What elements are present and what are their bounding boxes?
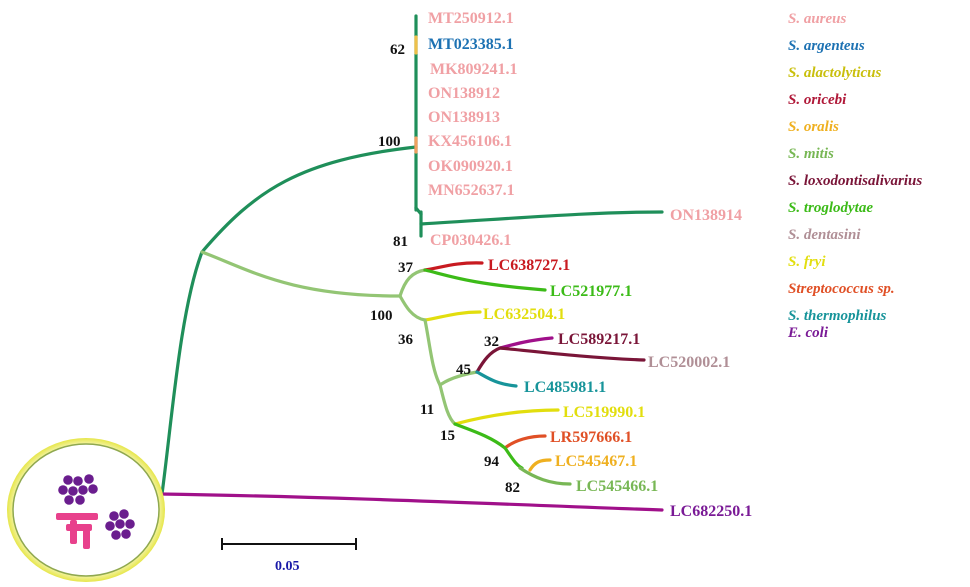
tree-branches — [158, 14, 664, 512]
logo-circle-inner — [12, 443, 160, 577]
branch-root — [160, 250, 204, 496]
branch-lc589217 — [498, 336, 554, 350]
tip-label: LC545466.1 — [576, 478, 658, 495]
branch-lc545466 — [518, 466, 572, 486]
legend-item: S. troglodytae — [788, 200, 873, 216]
bootstrap-value: 32 — [484, 334, 499, 350]
tip-label: LC632504.1 — [483, 306, 565, 323]
branch-lc521977 — [423, 268, 547, 292]
branch-lc545467 — [528, 458, 552, 472]
legend-item: E. coli — [787, 325, 829, 341]
branch-lr597666 — [503, 434, 547, 450]
branch-outgroup — [158, 492, 664, 512]
scale-bar-label: 0.05 — [275, 559, 300, 574]
tip-label: MT023385.1 — [428, 36, 514, 53]
branch-inner-5 — [453, 422, 507, 450]
branch-lower-split-2 — [398, 294, 427, 322]
branch-lc632504 — [423, 310, 482, 322]
legend-item: S. alactolyticus — [788, 65, 881, 81]
branch-inner-1 — [423, 318, 442, 387]
legend-item: S. oralis — [788, 119, 839, 135]
tip-label: LC521977.1 — [550, 283, 632, 300]
bootstrap-value: 15 — [440, 428, 455, 444]
tip-label: MT250912.1 — [428, 10, 514, 27]
tip-label: OK090920.1 — [428, 158, 513, 175]
branch-lc638727 — [423, 261, 484, 272]
tip-label: LC519990.1 — [563, 404, 645, 421]
branch-lower-clade — [200, 250, 402, 298]
bootstrap-value: 11 — [420, 402, 434, 418]
tip-label: CP030426.1 — [430, 232, 511, 249]
tip-label: LR597666.1 — [550, 429, 632, 446]
legend-item: S. fryi — [788, 254, 826, 270]
branch-inner-4 — [475, 346, 502, 374]
legend-item: S. loxodontisalivarius — [788, 173, 922, 189]
tip-label: LC520002.1 — [648, 354, 730, 371]
tip-label: LC485981.1 — [524, 379, 606, 396]
bootstrap-value: 37 — [398, 260, 414, 276]
legend-item: S. dentasini — [788, 227, 861, 243]
branch-lower-split — [398, 268, 427, 298]
legend-item: S. oricebi — [788, 92, 847, 108]
legend-item: Streptococcus sp. — [788, 281, 895, 297]
tip-label: LC682250.1 — [670, 503, 752, 520]
species-legend: S. aureus S. argenteus S. alactolyticus … — [787, 11, 922, 341]
tip-label: MK809241.1 — [430, 61, 518, 78]
branch-inner-3 — [438, 383, 457, 426]
bootstrap-value: 100 — [370, 308, 393, 324]
legend-item: S. thermophilus — [788, 308, 887, 324]
branch-upper-join — [414, 206, 423, 216]
bootstrap-value: 81 — [393, 234, 408, 250]
tip-label: LC545467.1 — [555, 453, 637, 470]
branch-lc485981 — [475, 370, 518, 388]
branch-on138914 — [419, 210, 664, 226]
tip-label: ON138913 — [428, 109, 500, 126]
tip-labels: MT250912.1 MT023385.1 MK809241.1 ON13891… — [428, 10, 752, 520]
bootstrap-values: 62 100 81 37 100 36 32 45 11 15 94 82 — [370, 42, 520, 496]
bootstrap-value: 36 — [398, 332, 414, 348]
branch-inner-6 — [503, 446, 524, 470]
tip-label: ON138914 — [670, 207, 742, 224]
bootstrap-value: 45 — [456, 362, 471, 378]
tip-label: LC589217.1 — [558, 331, 640, 348]
tip-label: MN652637.1 — [428, 182, 515, 199]
bootstrap-value: 82 — [505, 480, 520, 496]
cocci-cluster-right — [105, 509, 135, 540]
legend-item: S. mitis — [788, 146, 834, 162]
bacteria-cluster-icon — [7, 438, 165, 582]
scale-bar: 0.05 — [221, 538, 357, 574]
branch-upper-clade — [200, 145, 418, 254]
legend-item: S. argenteus — [788, 38, 865, 54]
cocci-cluster-top — [58, 474, 98, 505]
tip-label: ON138912 — [428, 85, 500, 102]
tip-label: LC638727.1 — [488, 257, 570, 274]
bootstrap-value: 100 — [378, 134, 401, 150]
rod-bacteria — [56, 513, 98, 549]
bootstrap-value: 94 — [484, 454, 500, 470]
branch-inner-2 — [438, 370, 479, 387]
branch-lc519990 — [453, 408, 560, 426]
tip-label: KX456106.1 — [428, 133, 512, 150]
bootstrap-value: 62 — [390, 42, 405, 58]
legend-item: S. aureus — [788, 11, 847, 27]
branch-lc520002 — [498, 346, 646, 362]
